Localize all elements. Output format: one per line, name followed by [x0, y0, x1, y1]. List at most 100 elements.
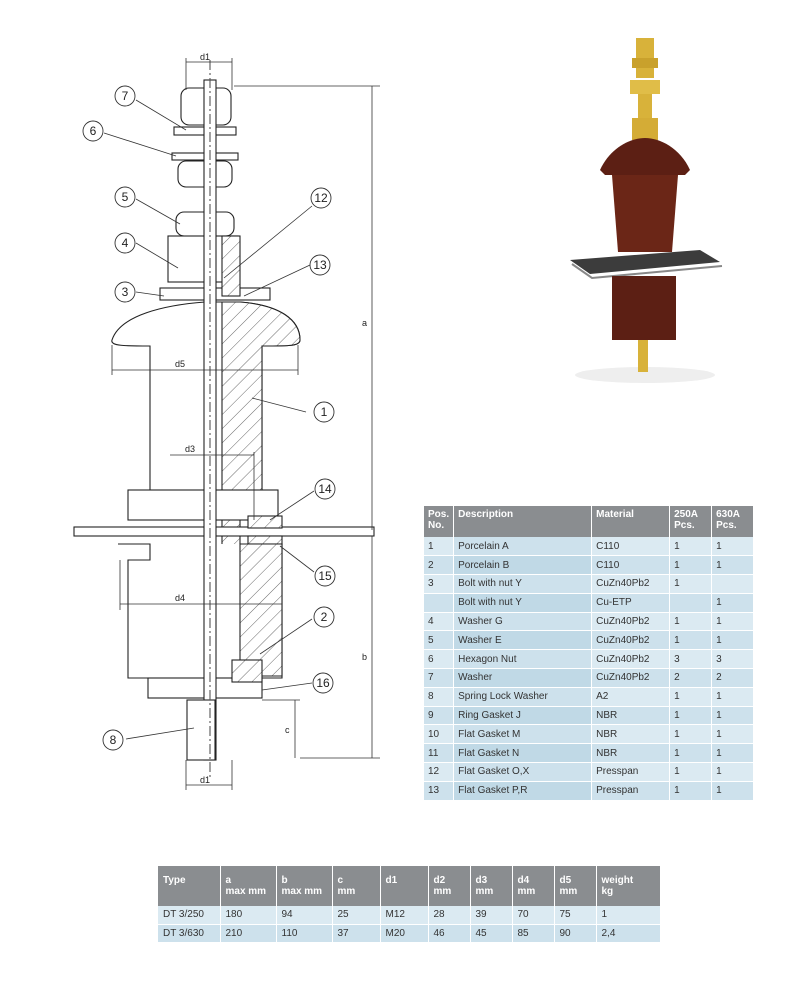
cell-mat: CuZn40Pb2 — [591, 668, 671, 688]
cell-mat: NBR — [591, 743, 671, 764]
callout-6: 5 — [122, 190, 129, 204]
cell-desc: Porcelain A — [453, 537, 593, 557]
cell-mat: CuZn40Pb2 — [591, 612, 671, 632]
table-cell: 94 — [276, 906, 333, 925]
col-pos: Pos.No. — [424, 506, 455, 537]
cell-pos: 8 — [424, 687, 455, 707]
cell-desc: Porcelain B — [453, 555, 593, 576]
callout-14: 14 — [318, 482, 332, 496]
cell-a250: 1 — [669, 687, 713, 707]
dim-b: b — [362, 652, 367, 662]
cell-pos: 6 — [424, 649, 455, 670]
callout-5: 4 — [122, 236, 129, 250]
callout-12: 12 — [314, 191, 328, 205]
cell-a250: 1 — [669, 537, 713, 557]
cell-a250: 1 — [669, 630, 713, 651]
table-cell: M20 — [380, 924, 429, 943]
table-cell: 75 — [554, 906, 597, 925]
cell-a250: 1 — [669, 724, 713, 745]
cell-a250: 1 — [669, 762, 713, 782]
cell-a630: 1 — [711, 630, 755, 651]
bushing-photo — [570, 38, 723, 383]
table-cell: 85 — [512, 924, 555, 943]
types-col-header: Type — [158, 866, 221, 906]
callout-7: 6 — [90, 124, 97, 138]
cell-a250: 1 — [669, 743, 713, 764]
cell-mat: Presspan — [591, 781, 671, 801]
cell-desc: Washer G — [453, 612, 593, 632]
callout-3: 8 — [110, 733, 117, 747]
callout-15: 15 — [318, 569, 332, 583]
dim-c: c — [285, 725, 290, 735]
mounting-plate — [73, 526, 375, 537]
cell-mat: C110 — [591, 555, 671, 576]
cell-a250: 1 — [669, 781, 713, 801]
cell-desc: Washer — [453, 668, 593, 688]
callout-16: 16 — [316, 676, 330, 690]
cell-a630: 1 — [711, 762, 755, 782]
cell-pos: 11 — [424, 743, 455, 764]
table-cell: DT 3/250 — [158, 906, 221, 925]
table-cell: 45 — [470, 924, 513, 943]
table-cell: 39 — [470, 906, 513, 925]
dim-d5: d5 — [175, 359, 185, 369]
cell-a250: 1 — [669, 706, 713, 726]
col-material: Material — [591, 506, 671, 537]
cell-a250: 1 — [669, 612, 713, 632]
col-description: Description — [453, 506, 593, 537]
callout-4: 3 — [122, 285, 129, 299]
cell-desc: Hexagon Nut — [453, 649, 593, 670]
cell-a250: 1 — [669, 574, 713, 594]
table-cell: 1 — [596, 906, 661, 925]
dim-d3: d3 — [185, 444, 195, 454]
dim-d1-top: d1 — [200, 52, 210, 62]
cell-a630: 1 — [711, 743, 755, 764]
cell-pos: 7 — [424, 668, 455, 688]
cell-a250 — [669, 593, 713, 613]
cell-mat: NBR — [591, 706, 671, 726]
cell-pos: 10 — [424, 724, 455, 745]
cell-a250: 2 — [669, 668, 713, 688]
cell-pos: 13 — [424, 781, 455, 801]
table-cell: 210 — [220, 924, 277, 943]
table-cell: 180 — [220, 906, 277, 925]
cell-a630: 1 — [711, 593, 755, 613]
cell-a630: 1 — [711, 706, 755, 726]
cell-mat: Cu-ETP — [591, 593, 671, 613]
table-cell: 70 — [512, 906, 555, 925]
types-col-header: d1 — [380, 866, 429, 906]
cell-a630: 1 — [711, 781, 755, 801]
table-cell: 2,4 — [596, 924, 661, 943]
cell-desc: Flat Gasket M — [453, 724, 593, 745]
cell-desc: Bolt with nut Y — [453, 574, 593, 594]
cell-a630: 3 — [711, 649, 755, 670]
cell-a630: 2 — [711, 668, 755, 688]
callout-1: 1 — [321, 405, 328, 419]
porcelain-a-hatch — [221, 301, 301, 641]
dim-d1-bottom: d1 — [200, 775, 210, 785]
table-cell: 90 — [554, 924, 597, 943]
